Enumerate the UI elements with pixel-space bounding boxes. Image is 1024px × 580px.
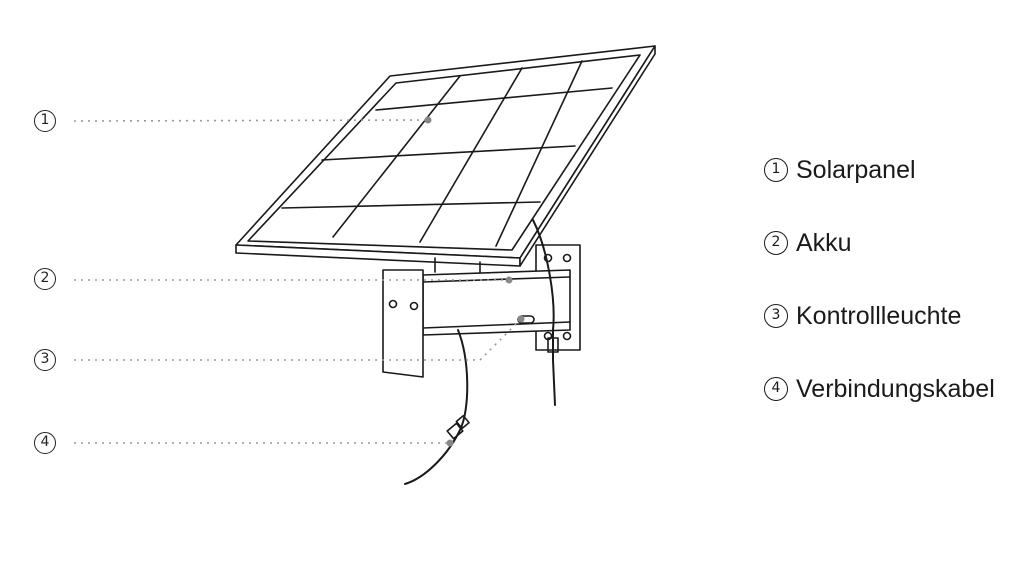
legend-label: Kontrollleuchte: [796, 301, 962, 330]
callout-1: 1: [34, 110, 56, 132]
callout-2: 2: [34, 268, 56, 290]
legend-num: 1: [764, 158, 788, 182]
connection-cable-drawing: [404, 329, 469, 485]
legend-num: 4: [764, 377, 788, 401]
legend-label: Verbindungskabel: [796, 374, 995, 403]
point-marker: [517, 315, 525, 323]
legend: 1 Solarpanel 2 Akku 3 Kontrollleuchte 4 …: [764, 152, 995, 444]
battery-bracket-drawing: [382, 244, 581, 378]
callout-4: 4: [34, 432, 56, 454]
point-marker: [424, 116, 432, 124]
legend-item-kontrollleuchte: 3 Kontrollleuchte: [764, 298, 995, 334]
solar-panel-drawing: [235, 45, 656, 267]
legend-label: Akku: [796, 228, 852, 257]
legend-item-solarpanel: 1 Solarpanel: [764, 152, 995, 188]
legend-num: 2: [764, 231, 788, 255]
point-marker: [446, 439, 454, 447]
legend-item-akku: 2 Akku: [764, 225, 995, 261]
legend-item-verbindungskabel: 4 Verbindungskabel: [764, 371, 995, 407]
callout-3: 3: [34, 349, 56, 371]
point-marker: [505, 276, 513, 284]
legend-label: Solarpanel: [796, 155, 916, 184]
legend-num: 3: [764, 304, 788, 328]
